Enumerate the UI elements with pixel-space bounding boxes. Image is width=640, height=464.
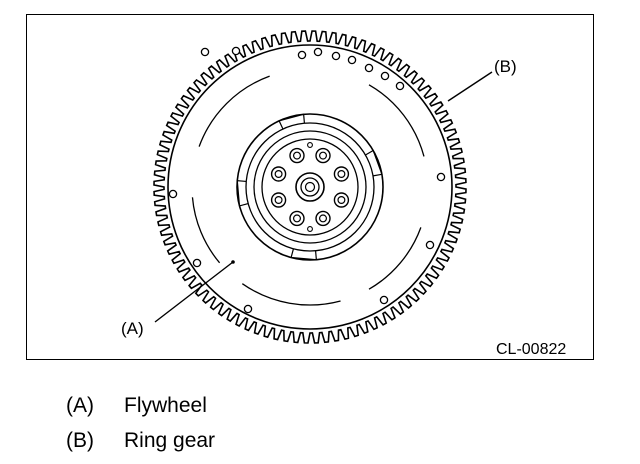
hub-bolt-inner xyxy=(292,214,301,223)
plate-arc-lower-left xyxy=(191,197,221,264)
leader-point-a xyxy=(231,260,235,264)
hub-notch xyxy=(278,113,306,130)
hub-drawing xyxy=(236,113,384,261)
hub-ring-4 xyxy=(261,138,359,236)
hub-notch xyxy=(236,179,249,207)
plate-hole xyxy=(192,258,202,268)
hub-dowel xyxy=(307,226,313,232)
hub-bolt-inner xyxy=(337,196,346,205)
plate-hole xyxy=(347,55,357,65)
plate-hole xyxy=(436,172,446,182)
leader-line-b xyxy=(447,71,493,102)
plate-arc-lower xyxy=(241,283,341,306)
legend-label-flywheel: Flywheel xyxy=(124,394,207,417)
legend-label-ring-gear: Ring gear xyxy=(124,429,216,452)
legend-code-a: (A) xyxy=(66,394,94,417)
plate-hole xyxy=(200,47,210,57)
plate-hole xyxy=(331,51,341,61)
plate-arc-lower-right xyxy=(368,227,422,290)
callout-b: (B) xyxy=(494,57,517,76)
plate-hole xyxy=(243,304,253,314)
plate-hole xyxy=(395,81,405,91)
plate-hole xyxy=(297,50,307,60)
hub-center-inner xyxy=(300,177,320,197)
hub-bolt xyxy=(315,210,331,227)
legend-code-b: (B) xyxy=(66,429,94,452)
hub-center-bore xyxy=(295,172,325,202)
hub-ring-2 xyxy=(245,122,375,252)
hub-outer-ring xyxy=(236,113,384,261)
hub-dowel xyxy=(307,142,313,148)
plate-hole xyxy=(425,240,435,250)
hub-ring-3 xyxy=(253,130,367,244)
plate-hole xyxy=(379,295,389,305)
hub-bolt xyxy=(333,166,350,182)
plate-hole xyxy=(364,63,374,73)
leader-line-a xyxy=(154,261,234,323)
plate-hole xyxy=(313,47,323,57)
hub-bolt-inner xyxy=(319,151,328,160)
hub-bolt xyxy=(333,192,350,208)
hub-bolt xyxy=(315,147,331,164)
flywheel-drawing xyxy=(168,46,446,314)
hub-bolt-inner xyxy=(319,214,328,223)
plate-arc-upper-right xyxy=(368,84,425,157)
plate-hole xyxy=(168,189,178,199)
hub-center-core xyxy=(304,181,316,193)
hub-bolt xyxy=(270,166,287,182)
figure-id-label: CL-00822 xyxy=(496,341,566,358)
hub-bolt-inner xyxy=(337,169,346,178)
gear-inner-rim xyxy=(167,44,453,330)
plate-hole xyxy=(380,71,390,81)
plate-hole xyxy=(231,46,241,56)
hub-bolt xyxy=(289,147,305,164)
hub-notch xyxy=(365,149,383,177)
hub-bolt xyxy=(289,210,305,227)
hub-bolt-inner xyxy=(292,151,301,160)
legend: (A) Flywheel (B) Ring gear xyxy=(66,388,215,458)
hub-bolt xyxy=(270,192,287,208)
ring-gear-drawing xyxy=(153,30,467,344)
legend-row-b: (B) Ring gear xyxy=(66,423,215,458)
hub-bolt-inner xyxy=(274,169,283,178)
legend-row-a: (A) Flywheel xyxy=(66,388,215,423)
hub-notch xyxy=(290,248,318,261)
hub-bolt-inner xyxy=(274,196,283,205)
plate-arc-upper-left xyxy=(198,75,270,147)
callout-a: (A) xyxy=(121,319,144,338)
gear-teeth xyxy=(153,30,467,344)
